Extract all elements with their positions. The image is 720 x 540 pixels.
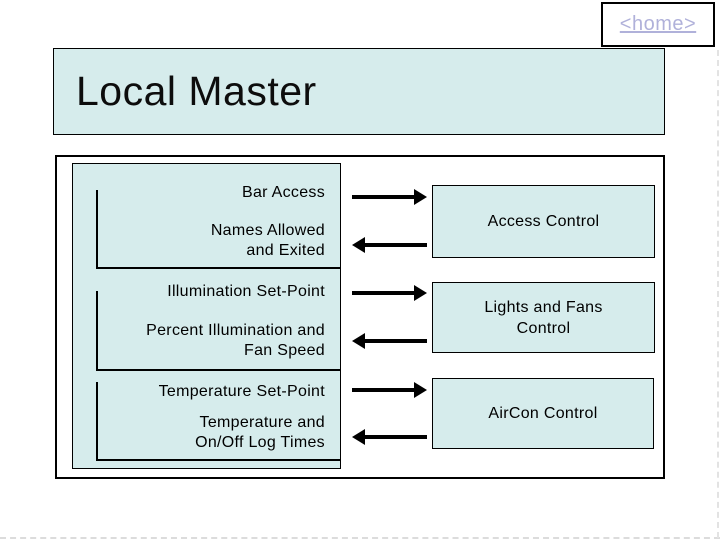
slide-edge-bottom (0, 537, 720, 539)
return-label-names: Names Allowed and Exited (101, 221, 325, 261)
controller-box-access: Access Control (432, 185, 655, 258)
section-bracket-aircon (96, 382, 98, 460)
arrow-right-to-aircon-control (352, 382, 427, 398)
output-label-bar-access: Bar Access (241, 184, 325, 201)
section-bracket-access (96, 190, 98, 267)
arrow-head-icon (414, 285, 427, 301)
arrow-shaft (365, 243, 427, 247)
home-link-box: <home> (601, 2, 715, 47)
return-label-illumination: Percent Illumination and Fan Speed (101, 321, 325, 361)
controller-box-lights-fans: Lights and Fans Control (432, 282, 655, 353)
arrow-head-icon (414, 382, 427, 398)
controller-label-line: Control (516, 319, 571, 337)
page-title: Local Master (76, 68, 317, 114)
controller-label-line: AirCon Control (488, 405, 598, 422)
arrow-left-from-lights-fans-control (352, 333, 427, 349)
arrow-shaft (352, 291, 414, 295)
slide-edge-right (717, 50, 719, 538)
arrow-head-icon (414, 189, 427, 205)
output-label-temperature: Temperature Set-Point (158, 383, 325, 400)
return-label-line: Temperature and (199, 414, 325, 431)
output-label-illumination: Illumination Set-Point (167, 283, 325, 300)
controller-label-line: Access Control (487, 213, 600, 230)
return-label-line: and Exited (246, 242, 325, 259)
arrow-right-to-lights-fans-control (352, 285, 427, 301)
return-label-temperature: Temperature and On/Off Log Times (101, 413, 325, 453)
return-label-line: Fan Speed (244, 342, 325, 359)
return-label-line: Percent Illumination and (146, 322, 325, 339)
arrow-shaft (365, 339, 427, 343)
controller-label-line: Lights and Fans (484, 298, 603, 316)
arrow-head-icon (352, 237, 365, 253)
section-bracket-lights (96, 291, 98, 369)
section-separator (96, 267, 340, 269)
section-separator (96, 369, 340, 371)
arrow-shaft (352, 195, 414, 199)
section-separator (96, 459, 340, 461)
arrow-left-from-access-control (352, 237, 427, 253)
controller-box-aircon: AirCon Control (432, 378, 654, 449)
arrow-right-to-access-control (352, 189, 427, 205)
local-master-panel: Bar Access Names Allowed and Exited Illu… (72, 163, 341, 469)
arrow-shaft (365, 435, 427, 439)
arrow-head-icon (352, 429, 365, 445)
home-link[interactable]: <home> (619, 13, 697, 35)
slide-title-bar: Local Master (53, 48, 665, 135)
arrow-shaft (352, 388, 414, 392)
return-label-line: Names Allowed (210, 222, 325, 239)
arrow-left-from-aircon-control (352, 429, 427, 445)
return-label-line: On/Off Log Times (195, 434, 325, 451)
arrow-head-icon (352, 333, 365, 349)
